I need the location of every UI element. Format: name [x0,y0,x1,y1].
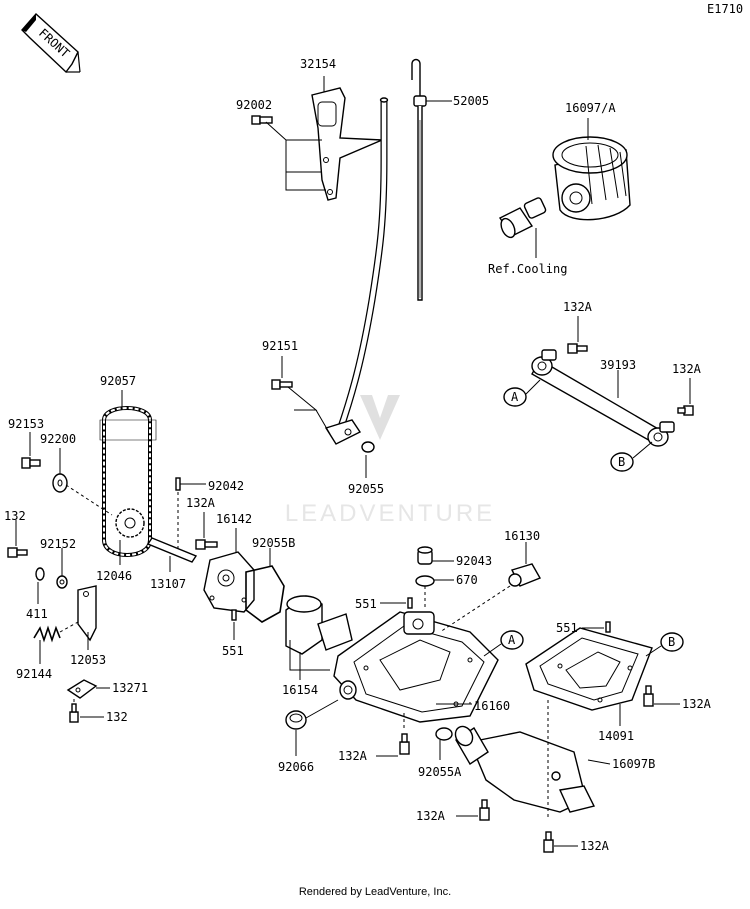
callout-A-pipe: A [503,379,541,407]
relief-valve-16154 [285,595,353,655]
oil-pan-16160 [333,611,499,723]
dipstick-52005 [411,58,427,301]
dipstick-tube [324,97,389,445]
shaft-13107 [146,537,198,563]
callout-B-pipe: B [610,441,653,472]
label-92144: 92144 [16,667,52,681]
cover-14091 [525,627,653,711]
pin-551-cover-icon [605,621,611,633]
bolt-132A-pipe-upper-icon [567,343,588,354]
label-132A-cover: 132A [682,697,712,711]
oil-pump-16142 [203,551,255,613]
plug-92066 [285,710,307,730]
label-32154: 32154 [300,57,336,71]
bolt-132-lower-icon [69,703,79,723]
pin-551-pan-icon [407,597,413,609]
bolt-132A-housing-left-icon [479,799,490,821]
label-92043: 92043 [456,554,492,568]
svg-text:B: B [618,455,625,469]
bolt-132A-pan-icon [399,733,410,755]
watermark-logo-icon [360,395,400,440]
washer-411-icon [35,567,45,581]
oil-pipe-39193 [531,349,675,447]
label-92057: 92057 [100,374,136,388]
label-92151: 92151 [262,339,298,353]
pin-551-pump-icon [231,609,237,621]
label-16160: 16160 [474,699,510,713]
label-132A-housing-left: 132A [416,809,446,823]
label-551-cover: 551 [556,621,578,635]
bolt-92153-icon [21,457,41,469]
label-ref-cooling: Ref.Cooling [488,262,567,276]
label-92002: 92002 [236,98,272,112]
label-92152: 92152 [40,537,76,551]
washer-92200-icon [52,473,68,493]
label-16154: 16154 [282,683,318,697]
label-12046: 12046 [96,569,132,583]
label-132-left: 132 [4,509,26,523]
label-132A-pump: 132A [186,496,216,510]
label-670: 670 [456,573,478,587]
svg-text:A: A [508,633,516,647]
label-132A-housing-right: 132A [580,839,610,853]
bolt-132-left-icon [7,547,28,558]
label-16097A: 16097/A [565,101,616,115]
label-551-pan: 551 [355,597,377,611]
svg-text:B: B [668,635,675,649]
label-411: 411 [26,607,48,621]
label-16142: 16142 [216,512,252,526]
bolt-132A-pump-icon [195,539,218,550]
nut-92152-icon [56,575,68,589]
gasket-92055B [245,565,285,623]
bolt-132A-pipe-lower-icon [677,405,694,416]
label-92055: 92055 [348,482,384,496]
oring-92055A-icon [435,727,453,741]
label-92055B: 92055B [252,536,295,550]
diagram-code: E1710 [707,2,743,16]
bolt-132A-housing-right-icon [543,831,554,853]
oring-92055-icon [361,441,375,453]
callout-B-cover: B [645,632,684,657]
plate-13271 [66,679,98,699]
oil-filter-16097A [552,136,631,221]
spring-92144-icon [33,625,61,643]
label-132A-pipe-lower: 132A [672,362,702,376]
label-52005: 52005 [453,94,489,108]
label-92055A: 92055A [418,765,462,779]
pin-92042-icon [175,477,181,491]
filter-housing-16097B [454,725,596,813]
label-92200: 92200 [40,432,76,446]
label-92066: 92066 [278,760,314,774]
sprocket-12046 [115,508,145,538]
bolt-92151-icon [271,379,293,390]
label-16097B: 16097B [612,757,655,771]
label-12053: 12053 [70,653,106,667]
footer-credit: Rendered by LeadVenture, Inc. [298,886,452,898]
callout-A-pan: A [483,630,524,657]
label-16130: 16130 [504,529,540,543]
fitting-ref-cooling-icon [498,197,547,239]
label-13107: 13107 [150,577,186,591]
bracket-32154 [311,87,383,201]
collar-92043-icon [417,546,433,565]
front-arrow-icon [21,13,81,74]
label-132A-pan: 132A [338,749,368,763]
watermark-text: LEADVENTURE [284,500,496,527]
label-39193: 39193 [600,358,636,372]
bolt-92002-icon [251,115,273,125]
label-132-lower: 132 [106,710,128,724]
label-132A-pipe-upper: 132A [563,300,593,314]
tensioner-12053 [77,585,97,642]
label-13271: 13271 [112,681,148,695]
label-14091: 14091 [598,729,634,743]
label-92042: 92042 [208,479,244,493]
label-551-pump: 551 [222,644,244,658]
sensor-16130 [508,563,542,587]
bolt-132A-cover-icon [643,685,654,707]
oring-670-icon [415,575,435,587]
label-92153: 92153 [8,417,44,431]
svg-text:A: A [511,390,519,404]
